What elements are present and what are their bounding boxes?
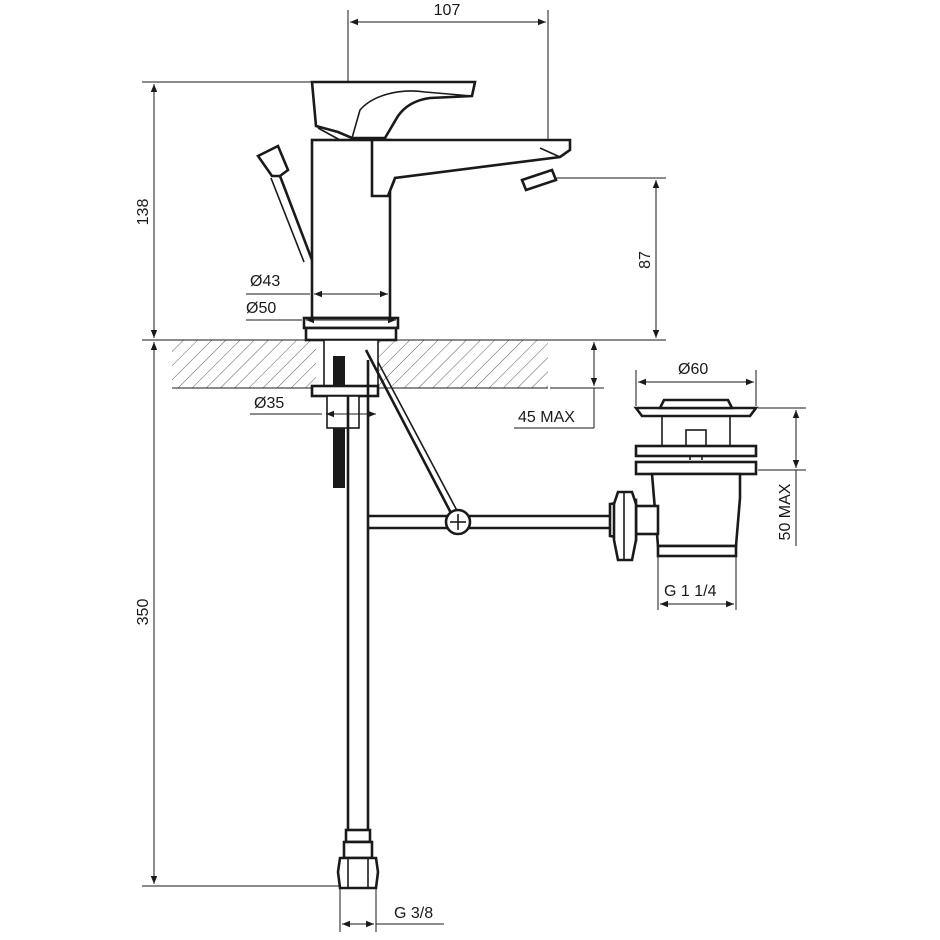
dim-waste-cap-diameter: Ø60 [678, 361, 708, 378]
dim-waste-thread: G 1 1/4 [664, 583, 717, 600]
dim-base-diameter: Ø50 [246, 300, 276, 317]
dim-overall-height: 138 [135, 199, 152, 226]
waste-valve [608, 398, 759, 562]
under-deck-assembly [310, 339, 380, 890]
dim-waste-thickness: 50 MAX [777, 483, 794, 540]
dimension-labels: 107 138 87 Ø43 Ø50 Ø35 45 MAX 350 G 3/8 … [135, 2, 794, 922]
dim-spout-reach: 107 [434, 2, 461, 19]
dimension-lines [142, 10, 806, 932]
dim-spout-height: 87 [637, 251, 654, 269]
linkage [364, 349, 615, 536]
popup-rod [256, 144, 314, 263]
dim-supply-thread: G 3/8 [394, 905, 433, 922]
dim-body-diameter: Ø43 [250, 273, 280, 290]
faucet-body [302, 80, 572, 342]
dim-deck-thickness: 45 MAX [518, 409, 575, 426]
dim-hole-diameter: Ø35 [254, 395, 284, 412]
dim-flexible-length: 350 [135, 599, 152, 626]
